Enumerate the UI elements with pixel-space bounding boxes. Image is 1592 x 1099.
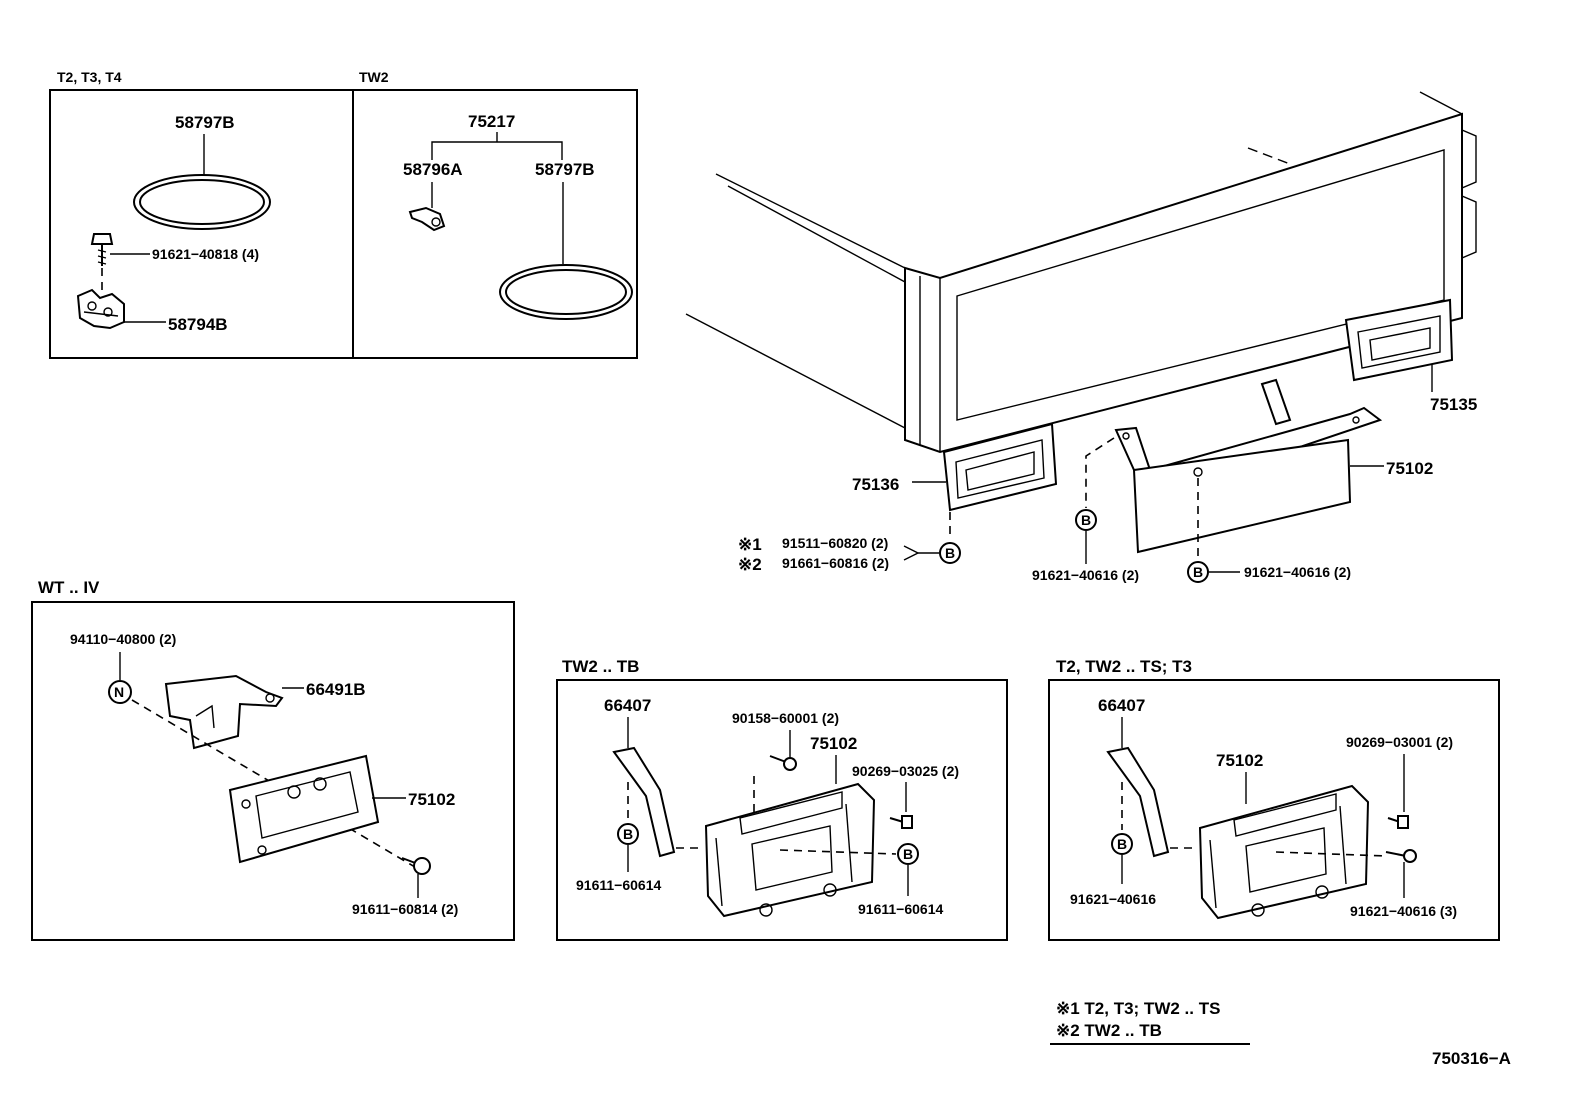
note1-mark: ※1: [738, 535, 762, 554]
mark-b-icon: [1187, 561, 1209, 583]
label-screw-a: 90269−03001 (2): [1346, 734, 1453, 750]
dashed-guide: [779, 849, 897, 855]
mark-b: B: [1081, 512, 1091, 528]
bracket-icon: [76, 288, 125, 330]
truck-bed-drawing: 75135 75136 75102 B B B: [685, 91, 1477, 583]
pin-icon: [1387, 815, 1409, 829]
mark-b-icon: [617, 823, 639, 845]
mark-b: B: [1117, 836, 1127, 852]
label-screw-a: 90158−60001 (2): [732, 710, 839, 726]
bolt-icon: [90, 233, 114, 266]
mark-b: B: [623, 826, 633, 842]
screw-icon: [401, 857, 431, 875]
pin-icon: [889, 815, 913, 829]
panel-title: WT .. IV: [38, 578, 100, 597]
panel-tw2: TW2 75217 58796A 58797B: [352, 69, 638, 359]
mark-b: B: [945, 545, 955, 561]
mark-b: B: [903, 846, 913, 862]
license-plate-bracket: [704, 782, 876, 918]
dashed-guide: [1085, 437, 1115, 508]
panel-frame: [556, 679, 1008, 941]
label-bolt-right: 91621−40616 (3): [1350, 903, 1457, 919]
label-lamp-right: 75135: [1430, 395, 1477, 414]
panel-wt-iv: WT .. IV 94110−40800 (2) N 66491B 75102: [31, 578, 515, 941]
panel-title: TW2: [359, 69, 389, 85]
label-ring: 58797B: [175, 113, 235, 132]
label-plate: 75102: [1216, 751, 1263, 770]
screw-icon: [769, 755, 797, 771]
leader-line: [903, 545, 920, 561]
stay-icon: [612, 746, 676, 858]
panel-frame: [352, 89, 638, 359]
bracket-icon: [164, 674, 284, 750]
label-plate: 75102: [810, 734, 857, 753]
legend: ※1 T2, T3; TW2 .. TS ※2 TW2 .. TB: [1050, 999, 1250, 1045]
screw-icon: [1385, 849, 1417, 863]
panel-frame: [1048, 679, 1500, 941]
mark-n-icon: [108, 680, 132, 704]
license-plate-bracket: [1114, 378, 1383, 554]
panel-title: TW2 .. TB: [562, 657, 639, 676]
label-bracket: 58794B: [168, 315, 228, 334]
label-bolt-right: 91621−40616 (2): [1244, 564, 1351, 580]
mark-b-icon: [939, 542, 961, 564]
label-bolt-left: 91611−60614: [576, 877, 661, 893]
label-bracket: 66491B: [306, 680, 366, 699]
panel-t2-tw2-ts-t3: T2, TW2 .. TS; T3 66407 B 91621−40616 75…: [1048, 657, 1500, 941]
label-ring: 58797B: [535, 160, 595, 179]
legend-note1: ※1 T2, T3; TW2 .. TS: [1056, 999, 1220, 1018]
label-plate: 75102: [1386, 459, 1433, 478]
label-clip: 58796A: [403, 160, 463, 179]
legend-note2: ※2 TW2 .. TB: [1056, 1021, 1162, 1040]
ring-gasket-inner: [505, 269, 627, 315]
label-assembly: 75217: [468, 112, 515, 131]
label-screw-b: 90269−03025 (2): [852, 763, 959, 779]
dashed-guide: [1275, 851, 1387, 857]
ring-gasket-inner: [139, 179, 265, 225]
note2-mark: ※2: [738, 555, 762, 574]
note1-part: 91511−60820 (2): [782, 535, 888, 551]
panel-title: T2, TW2 .. TS; T3: [1056, 657, 1192, 676]
mark-b-icon: [1111, 833, 1133, 855]
label-bolt-left: 91621−40616: [1070, 891, 1156, 907]
label-stay: 66407: [1098, 696, 1145, 715]
ring-gasket-icon: [499, 264, 633, 320]
panel-frame: [31, 601, 515, 941]
panel-t2-t3-t4: T2, T3, T4 58797B 91621−40818 (4) 58794B: [49, 69, 354, 359]
label-lamp-left: 75136: [852, 475, 899, 494]
bracket-leader: [431, 141, 563, 160]
mark-n: N: [114, 684, 124, 700]
label-stay: 66407: [604, 696, 651, 715]
mark-b-icon: [897, 843, 919, 865]
lamp-bracket-left: [942, 422, 1058, 512]
label-bolt: 91621−40818 (4): [152, 246, 259, 262]
label-screw: 91611−60814 (2): [352, 901, 458, 917]
label-bolt-left: 91621−40616 (2): [1032, 567, 1139, 583]
panel-tw2-tb: TW2 .. TB 66407 B 91611−60614 90158−6000…: [556, 657, 1008, 941]
mark-b-icon: [1075, 509, 1097, 531]
note2-part: 91661−60816 (2): [782, 555, 889, 571]
clip-icon: [408, 206, 446, 232]
label-plate: 75102: [408, 790, 455, 809]
ring-gasket-icon: [133, 174, 271, 230]
label-nut: 94110−40800 (2): [70, 631, 176, 647]
label-bolt-right: 91611−60614: [858, 901, 943, 917]
lamp-bracket-right: [1344, 298, 1454, 382]
plate-icon: [228, 754, 380, 864]
panel-title: T2, T3, T4: [57, 69, 122, 85]
mark-b: B: [1193, 564, 1203, 580]
stay-icon: [1106, 746, 1170, 858]
diagram-code: 750316−A: [1432, 1049, 1511, 1068]
